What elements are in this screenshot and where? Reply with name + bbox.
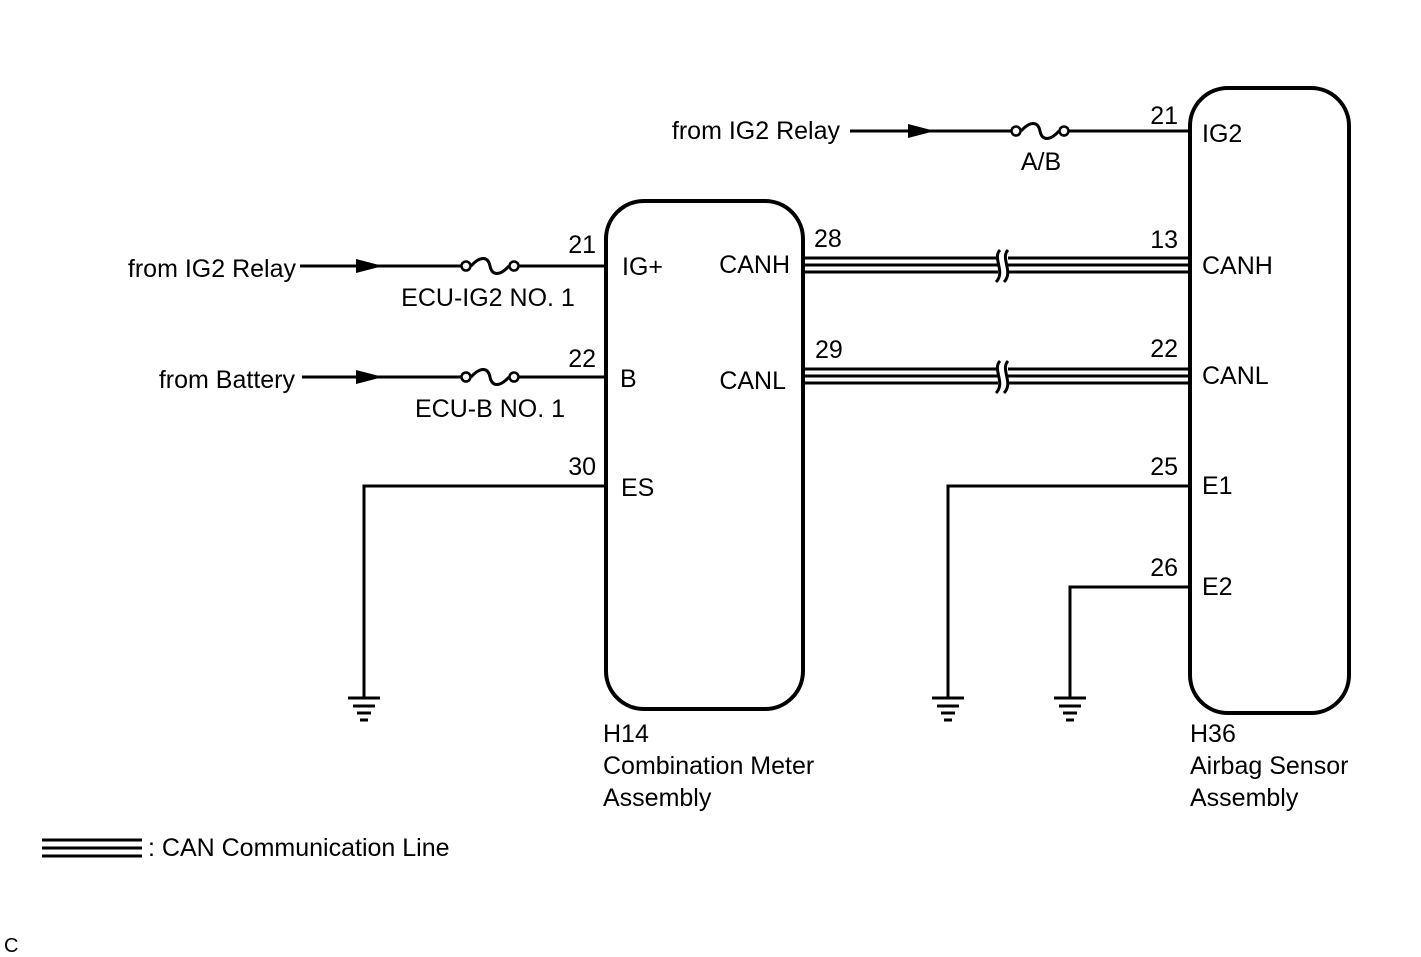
fuse-ecu-b-label: ECU-B NO. 1 (415, 395, 565, 423)
meter-name-line1: Combination Meter (603, 752, 814, 780)
meter-pin-b-label: B (620, 365, 637, 393)
airbag-name-line2: Assembly (1190, 784, 1299, 812)
arrow-ig2-left (356, 259, 383, 273)
combination-meter-box (604, 199, 805, 711)
wire-airbag-e2-ground (1068, 585, 1190, 698)
airbag-code: H36 (1190, 720, 1236, 748)
meter-pin-30-num: 30 (568, 453, 596, 481)
airbag-pin-ig2-label: IG2 (1202, 120, 1242, 148)
fuse-ecu-ig2-label: ECU-IG2 NO. 1 (401, 284, 575, 312)
meter-code: H14 (603, 720, 649, 748)
source-ig2-relay-left: from IG2 Relay (128, 255, 297, 283)
airbag-pin-e1-label: E1 (1202, 472, 1233, 500)
meter-pin-28-num: 28 (814, 225, 842, 253)
meter-pin-21-num: 21 (568, 231, 596, 259)
corner-mark: C (4, 935, 18, 957)
airbag-name-line1: Airbag Sensor (1190, 752, 1348, 780)
can-bus-canh (803, 248, 1190, 284)
airbag-pin-21-num: 21 (1150, 102, 1178, 130)
wire-meter-es-ground (362, 484, 606, 698)
airbag-sensor-box (1188, 86, 1351, 715)
can-bus-canl (803, 359, 1190, 395)
legend-text: : CAN Communication Line (148, 834, 450, 862)
meter-pin-ig-label: IG+ (622, 253, 663, 281)
meter-pin-es-label: ES (621, 474, 654, 502)
airbag-pin-canh-label: CANH (1202, 252, 1273, 280)
arrow-battery (356, 370, 383, 384)
airbag-pin-canl-label: CANL (1202, 362, 1269, 390)
wire-airbag-e1-ground (946, 484, 1190, 698)
meter-pin-22-num: 22 (568, 345, 596, 373)
meter-pin-canh-label: CANH (719, 251, 790, 279)
airbag-pin-13-num: 13 (1150, 226, 1178, 254)
ground-icon (932, 696, 964, 722)
arrow-ig2-top (908, 124, 935, 138)
fuse-ab-label: A/B (1021, 148, 1061, 176)
ground-icon (1054, 696, 1086, 722)
fuse-ecu-ig2-icon (460, 257, 520, 275)
ground-icon (348, 696, 380, 722)
meter-pin-canl-label: CANL (719, 367, 786, 395)
airbag-pin-25-num: 25 (1150, 453, 1178, 481)
airbag-pin-22-num: 22 (1150, 335, 1178, 363)
legend-can-line-icon (42, 838, 142, 858)
airbag-pin-e2-label: E2 (1202, 573, 1233, 601)
fuse-ecu-b-icon (460, 368, 520, 386)
source-ig2-relay-top: from IG2 Relay (672, 117, 841, 145)
source-battery: from Battery (159, 366, 296, 394)
airbag-pin-26-num: 26 (1150, 554, 1178, 582)
fuse-ab-icon (1010, 122, 1070, 140)
meter-pin-29-num: 29 (815, 336, 843, 364)
meter-name-line2: Assembly (603, 784, 712, 812)
